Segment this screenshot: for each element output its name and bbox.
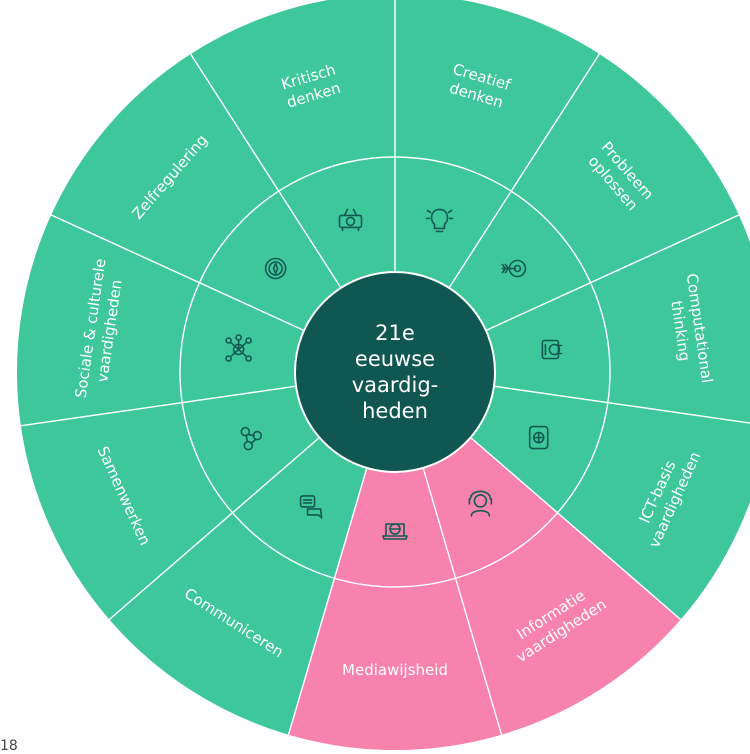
segment-label-line: Mediawijsheid (342, 661, 448, 679)
segments (17, 0, 750, 751)
network-hub-icon (225, 334, 252, 362)
segment-1 (395, 54, 739, 372)
target-arrow-icon (501, 259, 527, 278)
lightbulb-icon (425, 208, 454, 233)
tablet-globe-icon (528, 425, 549, 450)
segment-wedge (190, 0, 395, 372)
projector-icon (338, 208, 363, 232)
segment-icons (225, 208, 563, 540)
center-circle (294, 271, 496, 473)
segment-wedge (395, 372, 750, 620)
segment-wedge (395, 54, 739, 372)
segment-wedge (288, 372, 502, 751)
divider-line (422, 467, 503, 737)
divider-line (49, 213, 305, 332)
segment-9 (51, 54, 395, 372)
divider-line (470, 436, 683, 622)
compass-icon (264, 257, 287, 280)
segment-wedge (395, 0, 600, 372)
segment-wedge (395, 372, 681, 735)
segment-0 (395, 0, 600, 372)
center-title-line: heden (362, 399, 428, 423)
search-person-icon (468, 490, 493, 517)
divider-line (493, 385, 750, 424)
page-number: 18 (0, 738, 18, 754)
divider-line (448, 51, 602, 289)
divider-line (485, 213, 741, 332)
center-title-line: eeuwse (355, 347, 435, 371)
segment-6 (109, 372, 395, 735)
segment-wedge (51, 54, 395, 372)
segment-7 (20, 372, 395, 620)
center-title-line: 21e (375, 321, 415, 345)
segment-10 (190, 0, 395, 372)
divider-line (18, 385, 297, 427)
chat-bubbles-icon (299, 495, 323, 519)
segment-3 (395, 372, 750, 620)
segment-dividers (18, 0, 750, 737)
segment-label: Mediawijsheid (342, 661, 448, 679)
segment-5 (288, 372, 502, 751)
divider-line (188, 51, 342, 289)
people-connected-icon (240, 426, 263, 451)
segment-wedge (109, 372, 395, 735)
segment-wedge (20, 372, 395, 620)
inner-ring (179, 156, 611, 588)
divider-line (287, 467, 368, 737)
segment-4 (395, 372, 681, 735)
computer-chip-icon (541, 339, 563, 360)
center-title-line: vaardig- (352, 373, 439, 397)
laptop-globe-icon (382, 523, 408, 540)
divider-line (107, 436, 320, 622)
